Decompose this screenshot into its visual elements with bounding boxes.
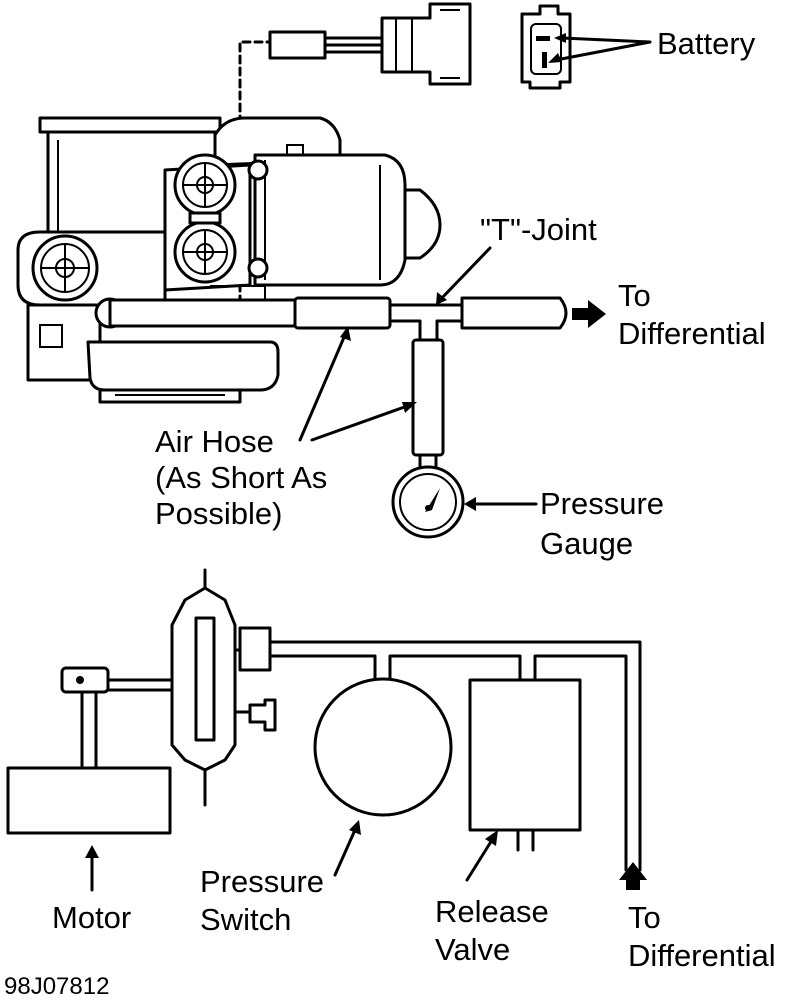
pressure-gauge-label-line1: Pressure — [540, 486, 664, 521]
wiring-connector — [238, 2, 472, 317]
to-differential-bottom-label-line1: To — [628, 900, 661, 935]
leader-lines-top — [298, 246, 538, 511]
pressure-switch-circle — [313, 677, 453, 817]
pressure-gauge-icon — [391, 465, 465, 539]
motor-block — [6, 766, 172, 835]
to-differential-top-label-line1: To — [618, 278, 651, 313]
pump-schematic — [60, 568, 277, 807]
release-valve-label-line2: Valve — [435, 932, 510, 967]
to-differential-top-label-line2: Differential — [618, 316, 766, 351]
compressor-assembly — [16, 116, 442, 404]
to-differential-bottom-label-line2: Differential — [628, 938, 776, 973]
motor-label: Motor — [52, 900, 131, 935]
pressure-switch-label-line1: Pressure — [200, 864, 324, 899]
figure-reference: 98J07812 — [4, 973, 109, 1000]
to-differential-arrow-top — [572, 300, 606, 328]
battery-pointer — [548, 33, 652, 63]
battery-label: Battery — [657, 26, 756, 61]
air-hose-label-line2: (As Short As — [155, 460, 327, 495]
leader-lines-bottom — [85, 820, 498, 892]
t-joint-label: "T"-Joint — [480, 212, 597, 247]
pressure-gauge-label-line2: Gauge — [540, 526, 633, 561]
air-lines-schematic — [268, 640, 642, 872]
air-hose-label-line1: Air Hose — [155, 424, 274, 459]
release-valve-block — [468, 678, 582, 852]
air-hose-label-line3: Possible) — [155, 496, 283, 531]
pressure-switch-label-line2: Switch — [200, 902, 291, 937]
battery-connector — [520, 4, 572, 90]
air-hose-line — [293, 296, 568, 468]
to-differential-arrow-bottom — [619, 862, 647, 890]
release-valve-label-line1: Release — [435, 894, 549, 929]
